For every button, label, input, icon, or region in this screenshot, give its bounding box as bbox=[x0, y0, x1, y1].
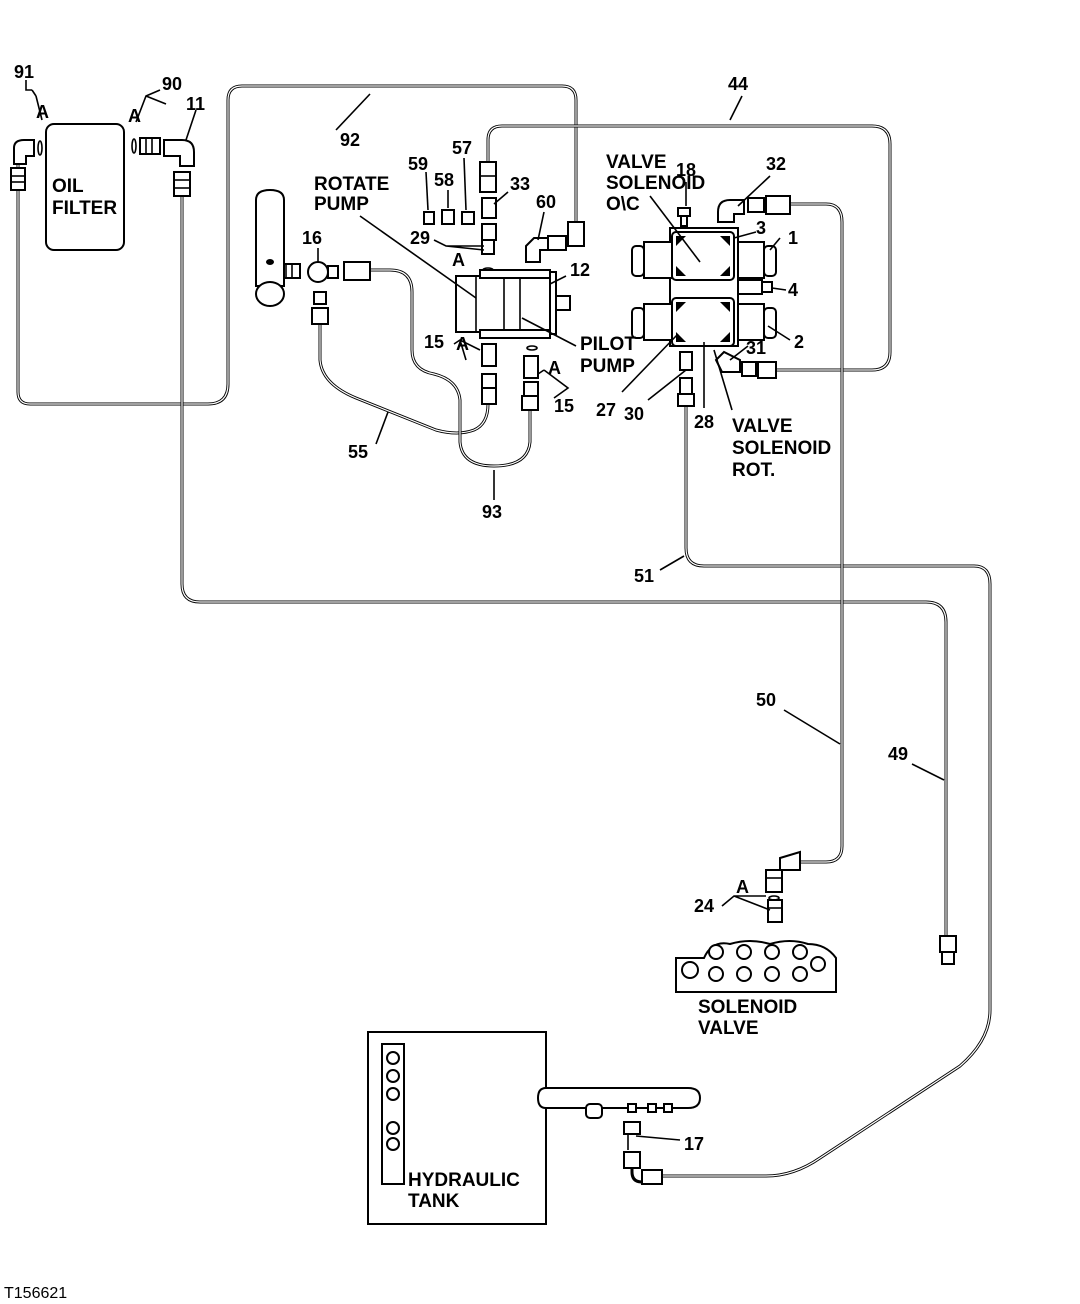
solenoid-valve-block bbox=[631, 227, 777, 347]
fitting-24 bbox=[765, 850, 801, 923]
callout-93: 93 bbox=[482, 502, 502, 522]
rotate-pump-label-1: ROTATE bbox=[314, 174, 389, 195]
callout-32: 32 bbox=[766, 154, 786, 174]
callout-11: 11 bbox=[186, 94, 205, 114]
letter-a-15-right: A bbox=[548, 358, 561, 378]
callout-18: 18 bbox=[676, 160, 696, 180]
pilot-pump-label-1: PILOT bbox=[580, 334, 636, 355]
hose-49 bbox=[180, 196, 948, 936]
fitting-60 bbox=[525, 221, 585, 263]
letter-a-91: A bbox=[36, 102, 49, 122]
callout-58: 58 bbox=[434, 170, 454, 190]
hose-50 bbox=[790, 202, 844, 864]
fitting-90 bbox=[131, 137, 161, 155]
fittings-15 bbox=[481, 267, 539, 411]
callout-1: 1 bbox=[788, 228, 798, 248]
figure-id: T156621 bbox=[4, 1285, 67, 1302]
valve-solenoid-rot-label-1: VALVE bbox=[732, 416, 793, 437]
callout-49: 49 bbox=[888, 744, 908, 764]
callout-57: 57 bbox=[452, 138, 472, 158]
valve-solenoid-oc-label-3: O\C bbox=[606, 194, 640, 215]
callout-55: 55 bbox=[348, 442, 368, 462]
letter-a-90: A bbox=[128, 106, 141, 126]
letter-a-markers: A A A A A A bbox=[36, 102, 749, 897]
valve-solenoid-oc-label-1: VALVE bbox=[606, 152, 667, 173]
fitting-18 bbox=[677, 207, 691, 227]
pilot-pump-label-2: PUMP bbox=[580, 356, 635, 377]
tank-tube bbox=[627, 1134, 643, 1184]
leader-lines bbox=[25, 80, 945, 1141]
hose-93 bbox=[370, 268, 532, 468]
callout-17: 17 bbox=[684, 1134, 704, 1154]
callout-4: 4 bbox=[788, 280, 798, 300]
letter-a-15-left: A bbox=[456, 334, 469, 354]
solenoid-valve: SOLENOID VALVE bbox=[675, 940, 837, 1039]
callout-12: 12 bbox=[570, 260, 590, 280]
hydraulic-tank-label-2: TANK bbox=[408, 1191, 460, 1212]
callout-29: 29 bbox=[410, 228, 430, 248]
callout-2: 2 bbox=[794, 332, 804, 352]
valve-solenoid-rot-label-2: SOLENOID bbox=[732, 438, 831, 459]
callout-33: 33 bbox=[510, 174, 530, 194]
fitting-17 bbox=[623, 1121, 663, 1185]
callout-28: 28 bbox=[694, 412, 714, 432]
rotate-pump-label-2: PUMP bbox=[314, 194, 369, 215]
fitting-16 bbox=[279, 261, 371, 325]
hose-92 bbox=[16, 84, 578, 406]
callout-27: 27 bbox=[596, 400, 616, 420]
callout-3: 3 bbox=[756, 218, 766, 238]
hose-55 bbox=[318, 318, 490, 435]
component-labels: ROTATE PUMP PILOT PUMP VALVE SOLENOID O\… bbox=[314, 152, 831, 481]
callout-15-right: 15 bbox=[554, 396, 574, 416]
callout-51: 51 bbox=[634, 566, 654, 586]
letter-a-29: A bbox=[452, 250, 465, 270]
callout-15-left: 15 bbox=[424, 332, 444, 352]
callout-numbers: 91 90 11 92 44 59 58 57 33 60 29 16 12 1… bbox=[14, 62, 908, 1154]
callout-16: 16 bbox=[302, 228, 322, 248]
fitting-32 bbox=[717, 195, 791, 223]
callout-30: 30 bbox=[624, 404, 644, 424]
fittings-57-59 bbox=[423, 161, 497, 255]
solenoid-valve-label-2: VALVE bbox=[698, 1018, 759, 1039]
fittings-28-30 bbox=[677, 351, 695, 407]
fitting-11 bbox=[163, 139, 195, 197]
fitting-91 bbox=[10, 139, 43, 191]
engine-pipe bbox=[255, 188, 285, 307]
valve-solenoid-rot-label-3: ROT. bbox=[732, 460, 775, 481]
callout-60: 60 bbox=[536, 192, 556, 212]
callout-90: 90 bbox=[162, 74, 182, 94]
callout-92: 92 bbox=[340, 130, 360, 150]
fitting-49-end bbox=[939, 935, 957, 965]
hydraulic-tank: HYDRAULIC TANK bbox=[367, 1031, 702, 1225]
oil-filter-label-2: FILTER bbox=[52, 198, 117, 219]
letter-a-24: A bbox=[736, 877, 749, 897]
callout-59: 59 bbox=[408, 154, 428, 174]
callout-31: 31 bbox=[746, 338, 766, 358]
hydraulic-tank-label-1: HYDRAULIC bbox=[408, 1170, 520, 1191]
oil-filter-label-1: OIL bbox=[52, 176, 84, 197]
callout-44: 44 bbox=[728, 74, 748, 94]
pump-assembly bbox=[455, 269, 571, 339]
hose-51 bbox=[660, 404, 992, 1178]
callout-91: 91 bbox=[14, 62, 34, 82]
valve-solenoid-oc-label-2: SOLENOID bbox=[606, 173, 705, 194]
callout-24: 24 bbox=[694, 896, 714, 916]
callout-50: 50 bbox=[756, 690, 776, 710]
oil-filter: OIL FILTER bbox=[45, 123, 125, 251]
solenoid-valve-label-1: SOLENOID bbox=[698, 997, 797, 1018]
hose-44 bbox=[486, 124, 892, 372]
